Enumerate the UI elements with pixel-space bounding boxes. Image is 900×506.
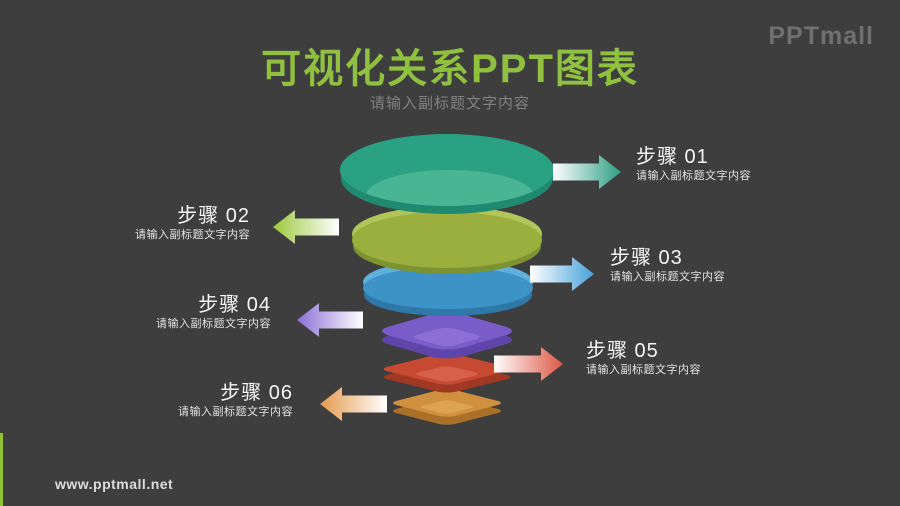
step-01-desc: 请输入副标题文字内容 [636,170,751,182]
step-06: 步骤 06 请输入副标题文字内容 [178,383,293,418]
layer-teal [340,134,554,214]
step-03-label: 步骤 03 [610,247,683,269]
layer-blue-face [363,267,533,309]
step-03-desc: 请输入副标题文字内容 [610,271,725,283]
step-02: 步骤 02 请输入副标题文字内容 [135,206,250,241]
layer-purple [382,312,512,359]
page-subtitle: 请输入副标题文字内容 [369,95,530,112]
arrow-step-04 [297,303,363,337]
layer-teal-inner [366,170,534,206]
step-01-label: 步骤 01 [636,146,709,168]
layer-orange-inner [420,400,474,414]
layer-orange [392,389,502,425]
arrow-step-06 [320,387,387,421]
arrow-step-01 [553,155,621,189]
layer-purple-inner [414,327,480,347]
step-01: 步骤 01 请输入副标题文字内容 [636,147,751,182]
step-06-desc: 请输入副标题文字内容 [178,406,293,418]
step-02-desc: 请输入副标题文字内容 [135,229,250,241]
pptmall-logo: PPTmall [768,22,874,50]
page-title: 可视化关系PPT图表 [261,47,639,91]
step-05-desc: 请输入副标题文字内容 [586,364,701,376]
arrow-step-03 [530,257,594,291]
website-watermark: www.pptmall.net [55,476,174,492]
layer-green-face [352,212,542,268]
layer-red [383,353,511,393]
layer-green [352,206,542,274]
arrow-step-02 [273,210,339,244]
step-06-label: 步骤 06 [220,382,293,404]
step-05: 步骤 05 请输入副标题文字内容 [586,341,701,376]
step-04-label: 步骤 04 [198,294,271,316]
step-04-desc: 请输入副标题文字内容 [156,318,271,330]
step-02-label: 步骤 02 [177,205,250,227]
accent-line [0,433,3,506]
step-04: 步骤 04 请输入副标题文字内容 [156,295,271,330]
step-05-label: 步骤 05 [586,340,659,362]
arrow-step-05 [494,347,563,381]
layer-red-inner [416,366,478,382]
step-03: 步骤 03 请输入副标题文字内容 [610,248,725,283]
